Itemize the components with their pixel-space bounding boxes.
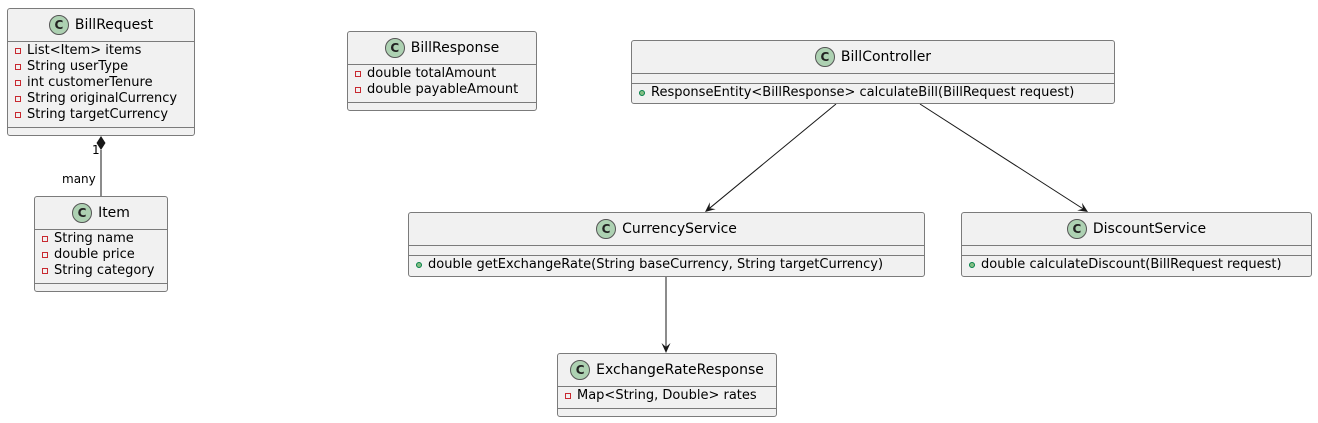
member-text: double payableAmount	[367, 82, 519, 97]
class-field: double payableAmount	[348, 82, 536, 98]
member-text: int customerTenure	[27, 75, 153, 90]
class-methods	[558, 409, 776, 418]
class-fields	[962, 246, 1311, 256]
class-fields	[632, 74, 1114, 84]
class-field: double totalAmount	[348, 66, 536, 82]
class-methods: double getExchangeRate(String baseCurren…	[409, 256, 924, 277]
class-field: int customerTenure	[8, 75, 194, 91]
class-name: DiscountService	[1092, 221, 1207, 237]
arrowhead	[661, 343, 671, 353]
private-visibility-icon	[565, 393, 571, 399]
class-method: ResponseEntity<BillResponse> calculateBi…	[632, 85, 1114, 101]
class-field: String userType	[8, 59, 194, 75]
class-header: C DiscountService	[962, 213, 1311, 246]
class-c-icon: C	[570, 360, 591, 380]
member-text: ResponseEntity<BillResponse> calculateBi…	[651, 85, 1075, 100]
class-name: BillResponse	[410, 40, 500, 56]
private-visibility-icon	[42, 252, 48, 258]
member-text: Map<String, Double> rates	[577, 388, 757, 403]
class-fields	[409, 246, 924, 256]
member-text: double getExchangeRate(String baseCurren…	[428, 257, 884, 272]
private-visibility-icon	[15, 96, 21, 102]
arrowhead	[705, 202, 716, 212]
class-name: BillController	[840, 49, 932, 65]
dependency-line-billcontroller-currencyservice	[709, 103, 837, 209]
class-methods: ResponseEntity<BillResponse> calculateBi…	[632, 84, 1114, 105]
public-visibility-icon	[639, 90, 645, 96]
class-method: double getExchangeRate(String baseCurren…	[409, 257, 924, 273]
private-visibility-icon	[42, 268, 48, 274]
class-header: C BillResponse	[348, 32, 536, 65]
class-fields: Map<String, Double> rates	[558, 387, 776, 409]
class-methods	[8, 128, 194, 137]
class-c-icon: C	[48, 15, 69, 35]
member-text: double calculateDiscount(BillRequest req…	[981, 257, 1282, 272]
class-name: BillRequest	[74, 17, 154, 33]
multiplicity-label-one: 1	[92, 143, 100, 157]
member-text: String name	[54, 231, 134, 246]
private-visibility-icon	[355, 87, 361, 93]
arrowhead	[1077, 202, 1088, 212]
class-header: C Item	[35, 197, 167, 230]
dependency-line-billcontroller-discountservice	[919, 103, 1084, 210]
public-visibility-icon	[969, 262, 975, 268]
member-text: double price	[54, 247, 135, 262]
class-exchangerateresponse[interactable]: C ExchangeRateResponse Map<String, Doubl…	[557, 353, 777, 417]
class-field: Map<String, Double> rates	[558, 388, 776, 404]
class-discountservice[interactable]: C DiscountService double calculateDiscou…	[961, 212, 1312, 277]
member-text: String originalCurrency	[27, 91, 178, 106]
class-c-icon: C	[384, 38, 405, 58]
class-name: CurrencyService	[622, 221, 737, 237]
class-methods	[348, 103, 536, 112]
class-method: double calculateDiscount(BillRequest req…	[962, 257, 1311, 273]
private-visibility-icon	[15, 48, 21, 54]
member-text: double totalAmount	[367, 66, 497, 81]
private-visibility-icon	[15, 112, 21, 118]
public-visibility-icon	[416, 262, 422, 268]
class-field: List<Item> items	[8, 43, 194, 59]
class-field: String category	[35, 263, 167, 279]
member-text: String category	[54, 263, 155, 278]
class-methods: double calculateDiscount(BillRequest req…	[962, 256, 1311, 277]
composition-diamond	[96, 136, 106, 150]
class-billcontroller[interactable]: C BillController ResponseEntity<BillResp…	[631, 40, 1115, 104]
multiplicity-label-many: many	[62, 172, 96, 186]
member-text: String userType	[27, 59, 129, 74]
class-field: String originalCurrency	[8, 91, 194, 107]
class-field: double price	[35, 247, 167, 263]
private-visibility-icon	[15, 80, 21, 86]
class-header: C BillController	[632, 41, 1114, 74]
private-visibility-icon	[42, 236, 48, 242]
class-name: Item	[98, 205, 130, 221]
member-text: String targetCurrency	[27, 107, 169, 122]
class-header: C CurrencyService	[409, 213, 924, 246]
class-name: ExchangeRateResponse	[596, 362, 764, 378]
class-c-icon: C	[1066, 219, 1087, 239]
class-field: String name	[35, 231, 167, 247]
class-header: C BillRequest	[8, 9, 194, 42]
private-visibility-icon	[355, 71, 361, 77]
class-c-icon: C	[72, 203, 93, 223]
private-visibility-icon	[15, 64, 21, 70]
member-text: List<Item> items	[27, 43, 142, 58]
class-c-icon: C	[814, 47, 835, 67]
class-currencyservice[interactable]: C CurrencyService double getExchangeRate…	[408, 212, 925, 277]
class-header: C ExchangeRateResponse	[558, 354, 776, 387]
class-methods	[35, 284, 167, 293]
class-field: String targetCurrency	[8, 107, 194, 123]
class-c-icon: C	[596, 219, 617, 239]
